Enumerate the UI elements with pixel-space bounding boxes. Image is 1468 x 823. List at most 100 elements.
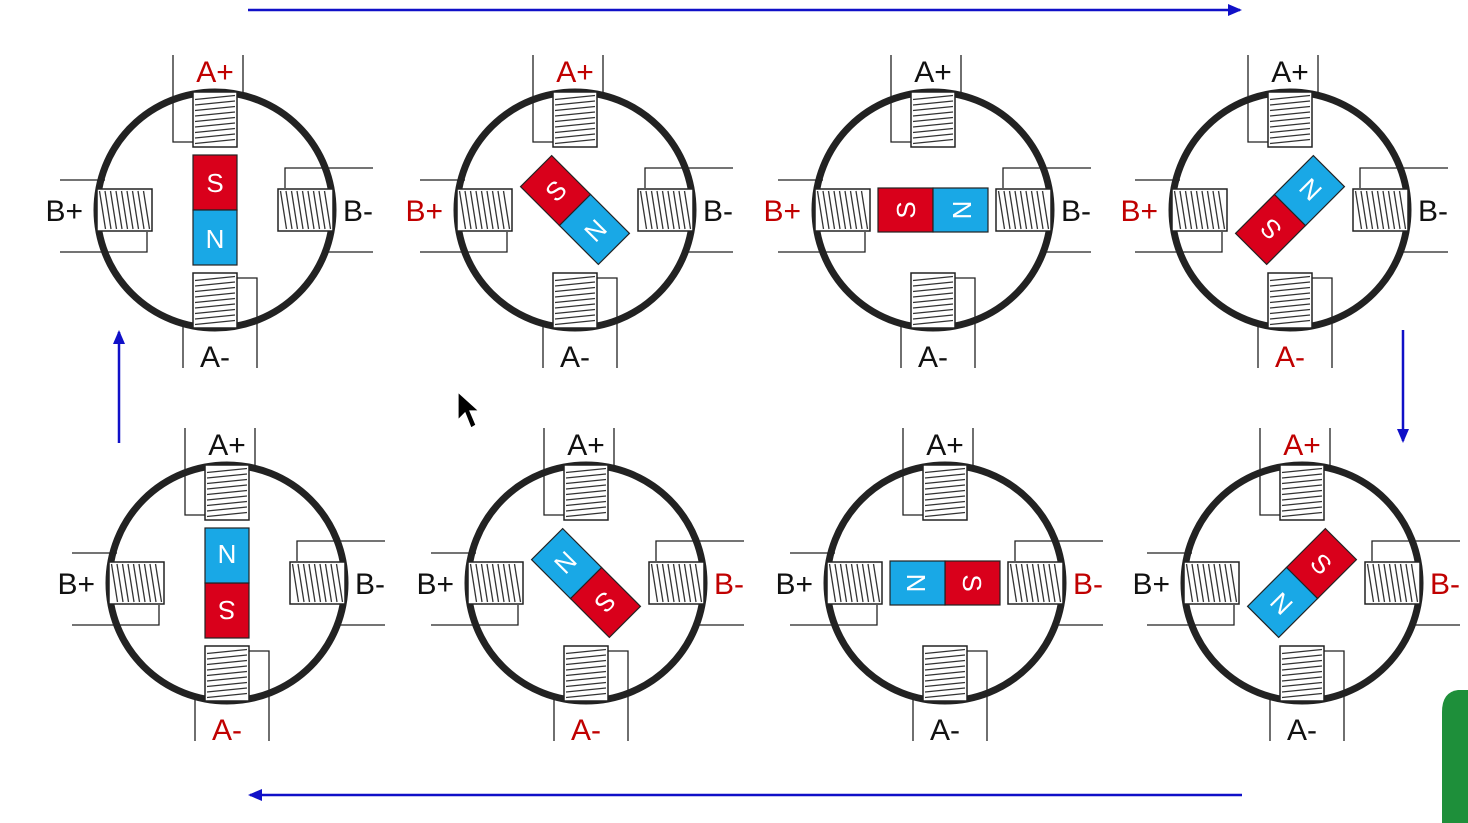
coil-a-top [910, 91, 956, 148]
coil-b-right [1007, 561, 1064, 605]
lead-wire-right [655, 540, 744, 626]
coil-b-right [637, 188, 694, 232]
coil-b-left [467, 561, 524, 605]
terminal-label-a-plus: A+ [196, 56, 234, 89]
motor-step-7: A+A-B+B-SN [775, 428, 1103, 747]
rotor-magnet: SN [192, 154, 238, 266]
coil-b-right [1364, 561, 1421, 605]
lead-wire-right [1359, 167, 1448, 253]
coil-b-left [1171, 188, 1228, 232]
lead-wire-right [284, 167, 373, 253]
coil-a-top [552, 91, 598, 148]
corner-tab [1442, 690, 1468, 823]
lead-wire-right [1002, 167, 1091, 253]
terminal-label-b-minus: B- [343, 195, 373, 228]
lead-wire-right [296, 540, 385, 626]
magnet-north-label: N [901, 574, 931, 593]
terminal-label-b-minus: B- [1073, 568, 1103, 601]
coil-a-bottom [563, 645, 609, 702]
rotor-magnet: SN [204, 527, 250, 639]
coil-b-right [289, 561, 346, 605]
magnet-south-label: S [957, 574, 987, 591]
terminal-label-a-minus: A- [212, 714, 242, 747]
magnet-north-pole [530, 527, 603, 600]
magnet-south-pole [204, 582, 250, 639]
motor-step-8: A+A-B+B-SN [1132, 428, 1460, 747]
coil-b-right [1352, 188, 1409, 232]
coil-b-left [826, 561, 883, 605]
magnet-south-label: S [218, 595, 235, 625]
terminal-label-a-plus: A+ [1283, 429, 1321, 462]
coil-b-left [96, 188, 153, 232]
coil-a-top [204, 464, 250, 521]
terminal-label-b-minus: B- [1430, 568, 1460, 601]
coil-a-bottom [552, 272, 598, 329]
terminal-label-a-minus: A- [1275, 341, 1305, 374]
mouse-pointer-icon [457, 390, 481, 429]
coil-b-right [277, 188, 334, 232]
coil-a-bottom [1279, 645, 1325, 702]
motor-step-1: A+ A- B+ B- SN [45, 55, 373, 374]
motor-step-2: A+ A- B+ B- SN [405, 55, 733, 374]
terminal-label-b-minus: B- [355, 568, 385, 601]
lead-wire-right [644, 167, 733, 253]
coil-a-bottom [922, 645, 968, 702]
coil-a-top [922, 464, 968, 521]
coil-a-bottom [1267, 272, 1313, 329]
rotor-magnet: SN [530, 527, 642, 639]
rotor-magnet: SN [889, 560, 1001, 606]
terminal-label-b-plus: B+ [416, 568, 454, 601]
magnet-north-pole [204, 527, 250, 584]
coil-a-bottom [910, 272, 956, 329]
terminal-label-b-plus: B+ [763, 195, 801, 228]
terminal-label-a-plus: A+ [926, 429, 964, 462]
magnet-north-pole [192, 209, 238, 266]
coil-a-top [192, 91, 238, 148]
terminal-label-b-plus: B+ [1132, 568, 1170, 601]
terminal-label-a-plus: A+ [914, 56, 952, 89]
magnet-north-label: N [206, 224, 225, 254]
lead-wire-right [1014, 540, 1103, 626]
magnet-north-label: N [947, 201, 977, 220]
coil-b-left [456, 188, 513, 232]
lead-wire-right [1371, 540, 1460, 626]
motor-step-5: A+ A- B+ B- SN [57, 428, 385, 747]
magnet-north-pole [1273, 154, 1346, 227]
terminal-label-b-minus: B- [703, 195, 733, 228]
terminal-label-b-plus: B+ [57, 568, 95, 601]
terminal-label-b-minus: B- [1061, 195, 1091, 228]
coil-b-right [648, 561, 705, 605]
coil-a-top [1279, 464, 1325, 521]
terminal-label-a-plus: A+ [556, 56, 594, 89]
coil-a-bottom [204, 645, 250, 702]
terminal-label-b-minus: B- [714, 568, 744, 601]
rotor-magnet: SN [519, 154, 631, 266]
terminal-label-b-plus: B+ [775, 568, 813, 601]
terminal-label-a-minus: A- [560, 341, 590, 374]
rotor-magnet: SN [1234, 154, 1346, 266]
coil-b-left [108, 561, 165, 605]
coil-b-right [995, 188, 1052, 232]
coil-b-left [814, 188, 871, 232]
terminal-label-a-minus: A- [200, 341, 230, 374]
magnet-south-label: S [891, 201, 921, 218]
terminal-label-a-minus: A- [930, 714, 960, 747]
rotor-magnet: SN [1246, 527, 1358, 639]
terminal-label-b-minus: B- [1418, 195, 1448, 228]
terminal-label-a-plus: A+ [208, 429, 246, 462]
coil-a-top [563, 464, 609, 521]
motor-step-6: A+A-B+B-SN [416, 428, 744, 747]
terminal-label-b-plus: B+ [1120, 195, 1158, 228]
terminal-label-b-plus: B+ [405, 195, 443, 228]
terminal-label-a-plus: A+ [1271, 56, 1309, 89]
magnet-north-pole [1246, 566, 1319, 639]
terminal-label-a-minus: A- [918, 341, 948, 374]
magnet-north-pole [558, 193, 631, 266]
coil-a-bottom [192, 272, 238, 329]
magnet-north-pole [932, 187, 989, 233]
terminal-label-b-plus: B+ [45, 195, 83, 228]
